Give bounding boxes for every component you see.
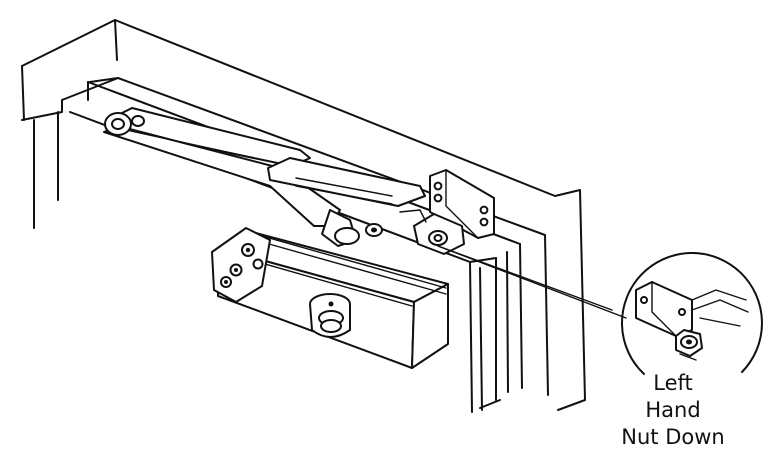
- caption-line-2: Hand: [645, 398, 701, 422]
- closer-arm-assembly: [103, 107, 426, 247]
- caption-line-1: Left: [653, 371, 693, 395]
- closer-body: [211, 227, 449, 369]
- callout-detail: [621, 252, 763, 375]
- callout-leader: [437, 245, 627, 319]
- callout-caption: Left Hand Nut Down: [598, 370, 748, 451]
- caption-line-3: Nut Down: [621, 425, 725, 449]
- parallel-arm-bracket: [399, 169, 495, 255]
